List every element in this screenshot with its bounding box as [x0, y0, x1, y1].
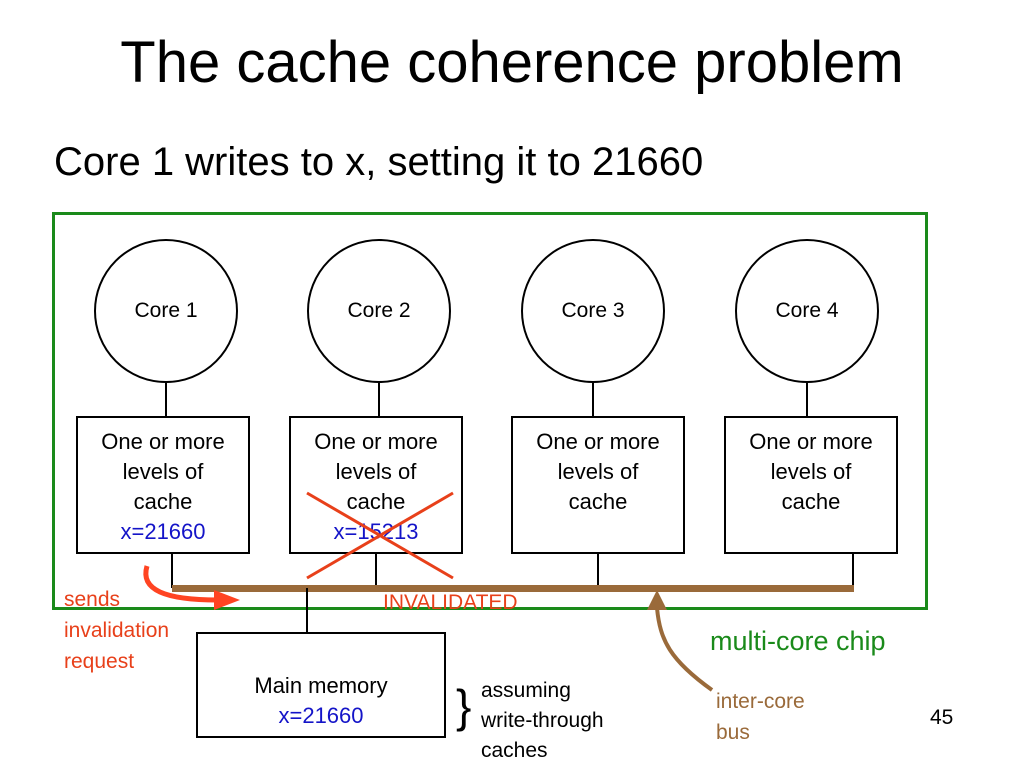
- slide-title: The cache coherence problem: [120, 30, 904, 95]
- core-2-cache: One or more levels of cache x=15213: [289, 416, 463, 554]
- core-2-label: Core 2: [347, 299, 411, 322]
- core-1-circle: Core 1: [94, 239, 238, 383]
- brace-symbol: }: [456, 680, 472, 732]
- cache-line: cache: [346, 489, 406, 514]
- invalidation-arrow: [143, 565, 240, 610]
- annotation-line: request: [64, 650, 135, 673]
- cache-line: One or more: [101, 429, 225, 454]
- core-3-label: Core 3: [561, 299, 625, 322]
- main-memory-label: Main memory: [254, 673, 388, 698]
- core-1-cache: One or more levels of cache x=21660: [76, 416, 250, 554]
- cache-line: cache: [133, 489, 193, 514]
- cache-line: cache: [568, 489, 628, 514]
- bus-memory-wire: [306, 588, 308, 632]
- cache-line: cache: [781, 489, 841, 514]
- core-4-label: Core 4: [775, 299, 839, 322]
- core-3-cache: One or more levels of cache: [511, 416, 685, 554]
- cache-3-bus-wire: [597, 554, 599, 588]
- core-4-circle: Core 4: [735, 239, 879, 383]
- write-through-note: assuming write-through caches: [481, 676, 604, 766]
- annotation-line: caches: [481, 739, 548, 762]
- bus-label-arrow: [647, 590, 714, 692]
- invalidation-cross: [306, 491, 454, 580]
- page-number: 45: [930, 706, 954, 729]
- annotation-line: write-through: [481, 709, 604, 732]
- core-1-label: Core 1: [134, 299, 198, 322]
- multi-core-chip-label: multi-core chip: [710, 626, 886, 656]
- cache-line: One or more: [536, 429, 660, 454]
- annotation-line: assuming: [481, 679, 571, 702]
- annotation-line: bus: [716, 721, 750, 744]
- cache-line: One or more: [314, 429, 438, 454]
- sends-invalidation-label: sends invalidation request: [64, 584, 169, 677]
- core-4-wire: [806, 383, 808, 417]
- cache-line: levels of: [122, 459, 204, 484]
- cache-line: levels of: [335, 459, 417, 484]
- cache-2-bus-wire: [375, 554, 377, 588]
- cache-value: x=21660: [120, 519, 206, 544]
- annotation-line: inter-core: [716, 690, 805, 713]
- inter-core-bus: [172, 585, 854, 592]
- core-4-cache: One or more levels of cache: [724, 416, 898, 554]
- cache-4-bus-wire: [852, 554, 854, 588]
- multi-core-chip-boundary: [52, 212, 928, 610]
- slide-subtitle: Core 1 writes to x, setting it to 21660: [54, 140, 704, 184]
- cache-line: levels of: [557, 459, 639, 484]
- core-2-circle: Core 2: [307, 239, 451, 383]
- core-3-wire: [592, 383, 594, 417]
- annotation-line: invalidation: [64, 619, 170, 642]
- main-memory-box: Main memory x=21660: [196, 632, 446, 738]
- cache-line: levels of: [770, 459, 852, 484]
- core-3-circle: Core 3: [521, 239, 665, 383]
- invalidated-label: INVALIDATED: [383, 591, 518, 614]
- core-1-wire: [165, 383, 167, 417]
- inter-core-bus-label: inter-core bus: [716, 686, 805, 748]
- main-memory-value: x=21660: [278, 703, 364, 728]
- core-2-wire: [378, 383, 380, 417]
- cache-1-bus-wire: [171, 554, 173, 588]
- annotation-line: sends: [64, 588, 121, 611]
- cache-line: One or more: [749, 429, 873, 454]
